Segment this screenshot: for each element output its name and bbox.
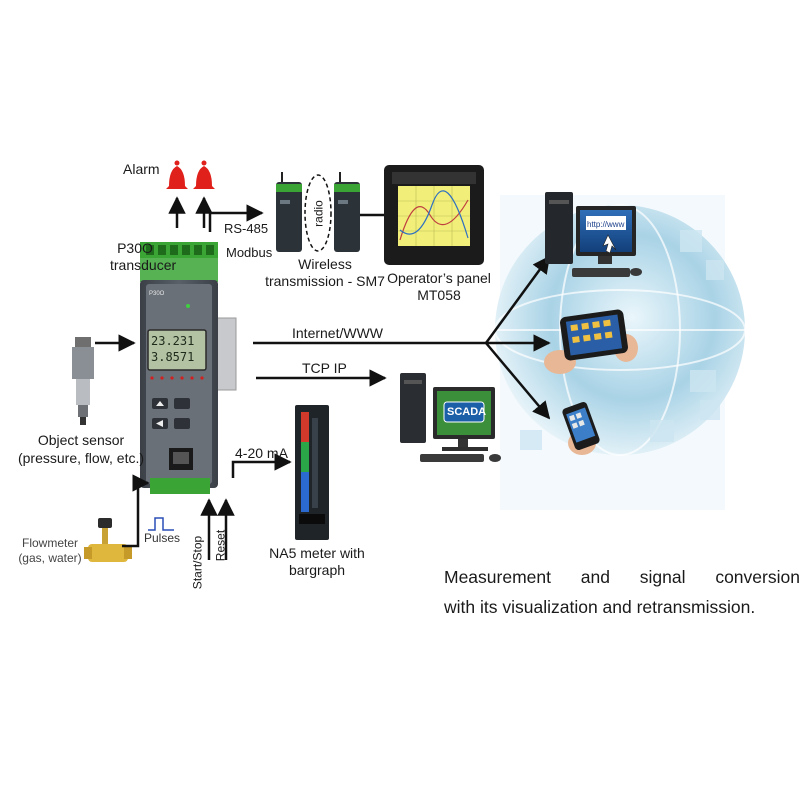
diagram-caption: Measurement and signal conversion with i… [444, 562, 800, 622]
modbus-label: Modbus [226, 245, 273, 260]
wireless-label: Wireless transmission - SM7 [265, 256, 385, 289]
radio-link [304, 174, 332, 252]
flowmeter [84, 518, 132, 562]
ma-label: 4-20 mA [235, 445, 288, 461]
na5-meter-label: NA5 meter with bargraph [269, 545, 365, 578]
caption-line2: with its visualization and retransmissio… [444, 597, 756, 617]
startstop-label: Start/Stop [190, 535, 205, 590]
pressure-sensor [72, 337, 94, 425]
reset-label: Reset [213, 529, 228, 562]
device-model-text: P30O [149, 291, 165, 297]
transducer-label: P30O transducer [110, 240, 177, 273]
smartphone-device [562, 402, 600, 455]
alarm-label: Alarm [123, 161, 160, 177]
rs485-label: RS-485 [224, 221, 269, 236]
http-screen-text: http://www [587, 220, 625, 229]
p30o-transducer [140, 242, 218, 494]
internet-label: Internet/WWW [292, 325, 384, 341]
operator-panel [384, 165, 484, 265]
caption-line1: Measurement and signal conversion [444, 567, 800, 587]
tcpip-label: TCP IP [302, 360, 347, 376]
operator-panel-label: Operator’s panel MT058 [387, 270, 491, 303]
flowmeter-label: Flowmeter (gas, water) [18, 536, 82, 565]
pulses-label: Pulses [144, 531, 181, 545]
radio-label: radio [311, 200, 326, 227]
na5-bargraph-meter [295, 405, 329, 540]
object-sensor-label: Object sensor (pressure, flow, etc.) [17, 432, 145, 466]
desktop-computer [545, 192, 642, 277]
scada-computer [400, 373, 501, 462]
wireless-module-right [334, 172, 360, 252]
alarm-bell-icon [166, 160, 215, 189]
scada-screen-text: SCADA [447, 406, 487, 418]
device-lcd: 23.231 3.8571 [151, 334, 195, 364]
tablet-device [544, 309, 638, 374]
wireless-module-left [276, 172, 302, 252]
